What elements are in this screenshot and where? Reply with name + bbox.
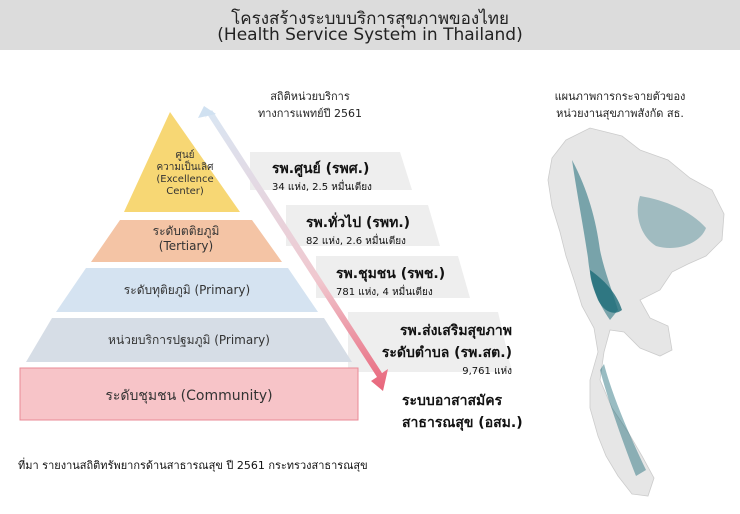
tier-text: ระดับทุติยภูมิ (Primary) (123, 283, 251, 297)
stat-name: สาธารณสุข (อสม.) (402, 415, 523, 431)
stats-heading: สถิติหน่วยบริการ ทางการแพทย์ปี 2561 (240, 88, 380, 122)
stat-general-hospital: รพ.ทั่วไป (รพท.) 82 แห่ง, 2.6 หมื่นเตียง (306, 212, 410, 249)
tier-text: Center) (166, 186, 204, 197)
page-title-english: (Health Service System in Thailand) (217, 25, 523, 45)
stat-detail: 34 แห่ง, 2.5 หมื่นเตียง (272, 182, 372, 193)
tier-text: ศูนย์ (175, 150, 195, 161)
stat-regional-hospital: รพ.ศูนย์ (รพศ.) 34 แห่ง, 2.5 หมื่นเตียง (272, 158, 372, 195)
tier-tertiary (91, 220, 282, 262)
stat-name: รพ.ชุมชน (รพช.) (336, 266, 446, 282)
tier-label-community: ระดับชุมชน (Community) (20, 385, 358, 407)
stats-heading-line: ทางการแพทย์ปี 2561 (257, 107, 363, 120)
tier-label-primary: หน่วยบริการปฐมภูมิ (Primary) (40, 331, 338, 350)
stat-detail: 9,761 แห่ง (462, 366, 512, 377)
stat-detail: 82 แห่ง, 2.6 หมื่นเตียง (306, 236, 406, 247)
tier-label-tertiary: ระดับตติยภูมิ (Tertiary) (120, 224, 252, 254)
stat-name: รพ.ส่งเสริมสุขภาพ (400, 323, 512, 339)
thailand-map (547, 127, 725, 497)
stat-health-promotion: รพ.ส่งเสริมสุขภาพ ระดับตำบล (รพ.สต.) 9,7… (372, 320, 512, 379)
stat-detail: 781 แห่ง, 4 หมื่นเตียง (336, 287, 433, 298)
map-heading-line: แผนภาพการกระจายตัวของ (554, 90, 686, 103)
stat-name: รพ.ทั่วไป (รพท.) (306, 215, 411, 231)
map-heading-line: หน่วยงานสุขภาพสังกัด สธ. (556, 107, 684, 120)
tier-primary (26, 318, 352, 362)
direction-arrow (205, 110, 388, 391)
stat-banner (286, 205, 440, 246)
tier-text: ความเป็นเลิศ (156, 162, 214, 173)
tier-text: ระดับชุมชน (Community) (105, 388, 273, 404)
tier-community (19, 367, 359, 421)
stat-banner (348, 312, 512, 372)
stat-name: รพ.ศูนย์ (รพศ.) (272, 161, 370, 177)
stat-community-hospital: รพ.ชุมชน (รพช.) 781 แห่ง, 4 หมื่นเตียง (336, 263, 445, 300)
page-title-thai: โครงสร้างระบบบริการสุขภาพของไทย (231, 9, 509, 29)
stat-name: ระดับตำบล (รพ.สต.) (381, 345, 512, 361)
tier-text: (Tertiary) (158, 239, 214, 253)
tier-text: ระดับตติยภูมิ (152, 224, 220, 238)
stats-heading-line: สถิติหน่วยบริการ (270, 90, 350, 103)
map-heading: แผนภาพการกระจายตัวของ หน่วยงานสุขภาพสังก… (520, 88, 720, 122)
source-note: ที่มา รายงานสถิติทรัพยากรด้านสาธารณสุข ป… (18, 459, 368, 472)
tier-text: (Excellence (156, 174, 214, 185)
tier-label-secondary: ระดับทุติยภูมิ (Primary) (70, 281, 304, 300)
tier-secondary (56, 268, 318, 312)
stat-banner (316, 256, 470, 298)
tier-label-excellence: ศูนย์ ความเป็นเลิศ (Excellence Center) (140, 150, 230, 198)
stat-volunteer-system: ระบบอาสาสมัคร สาธารณสุข (อสม.) (402, 390, 523, 434)
arrow-head-top (198, 106, 216, 118)
tier-text: หน่วยบริการปฐมภูมิ (Primary) (108, 333, 270, 347)
tier-excellence (124, 112, 240, 212)
stat-banner (250, 152, 412, 190)
title-banner (0, 0, 740, 50)
stat-name: ระบบอาสาสมัคร (402, 393, 503, 409)
